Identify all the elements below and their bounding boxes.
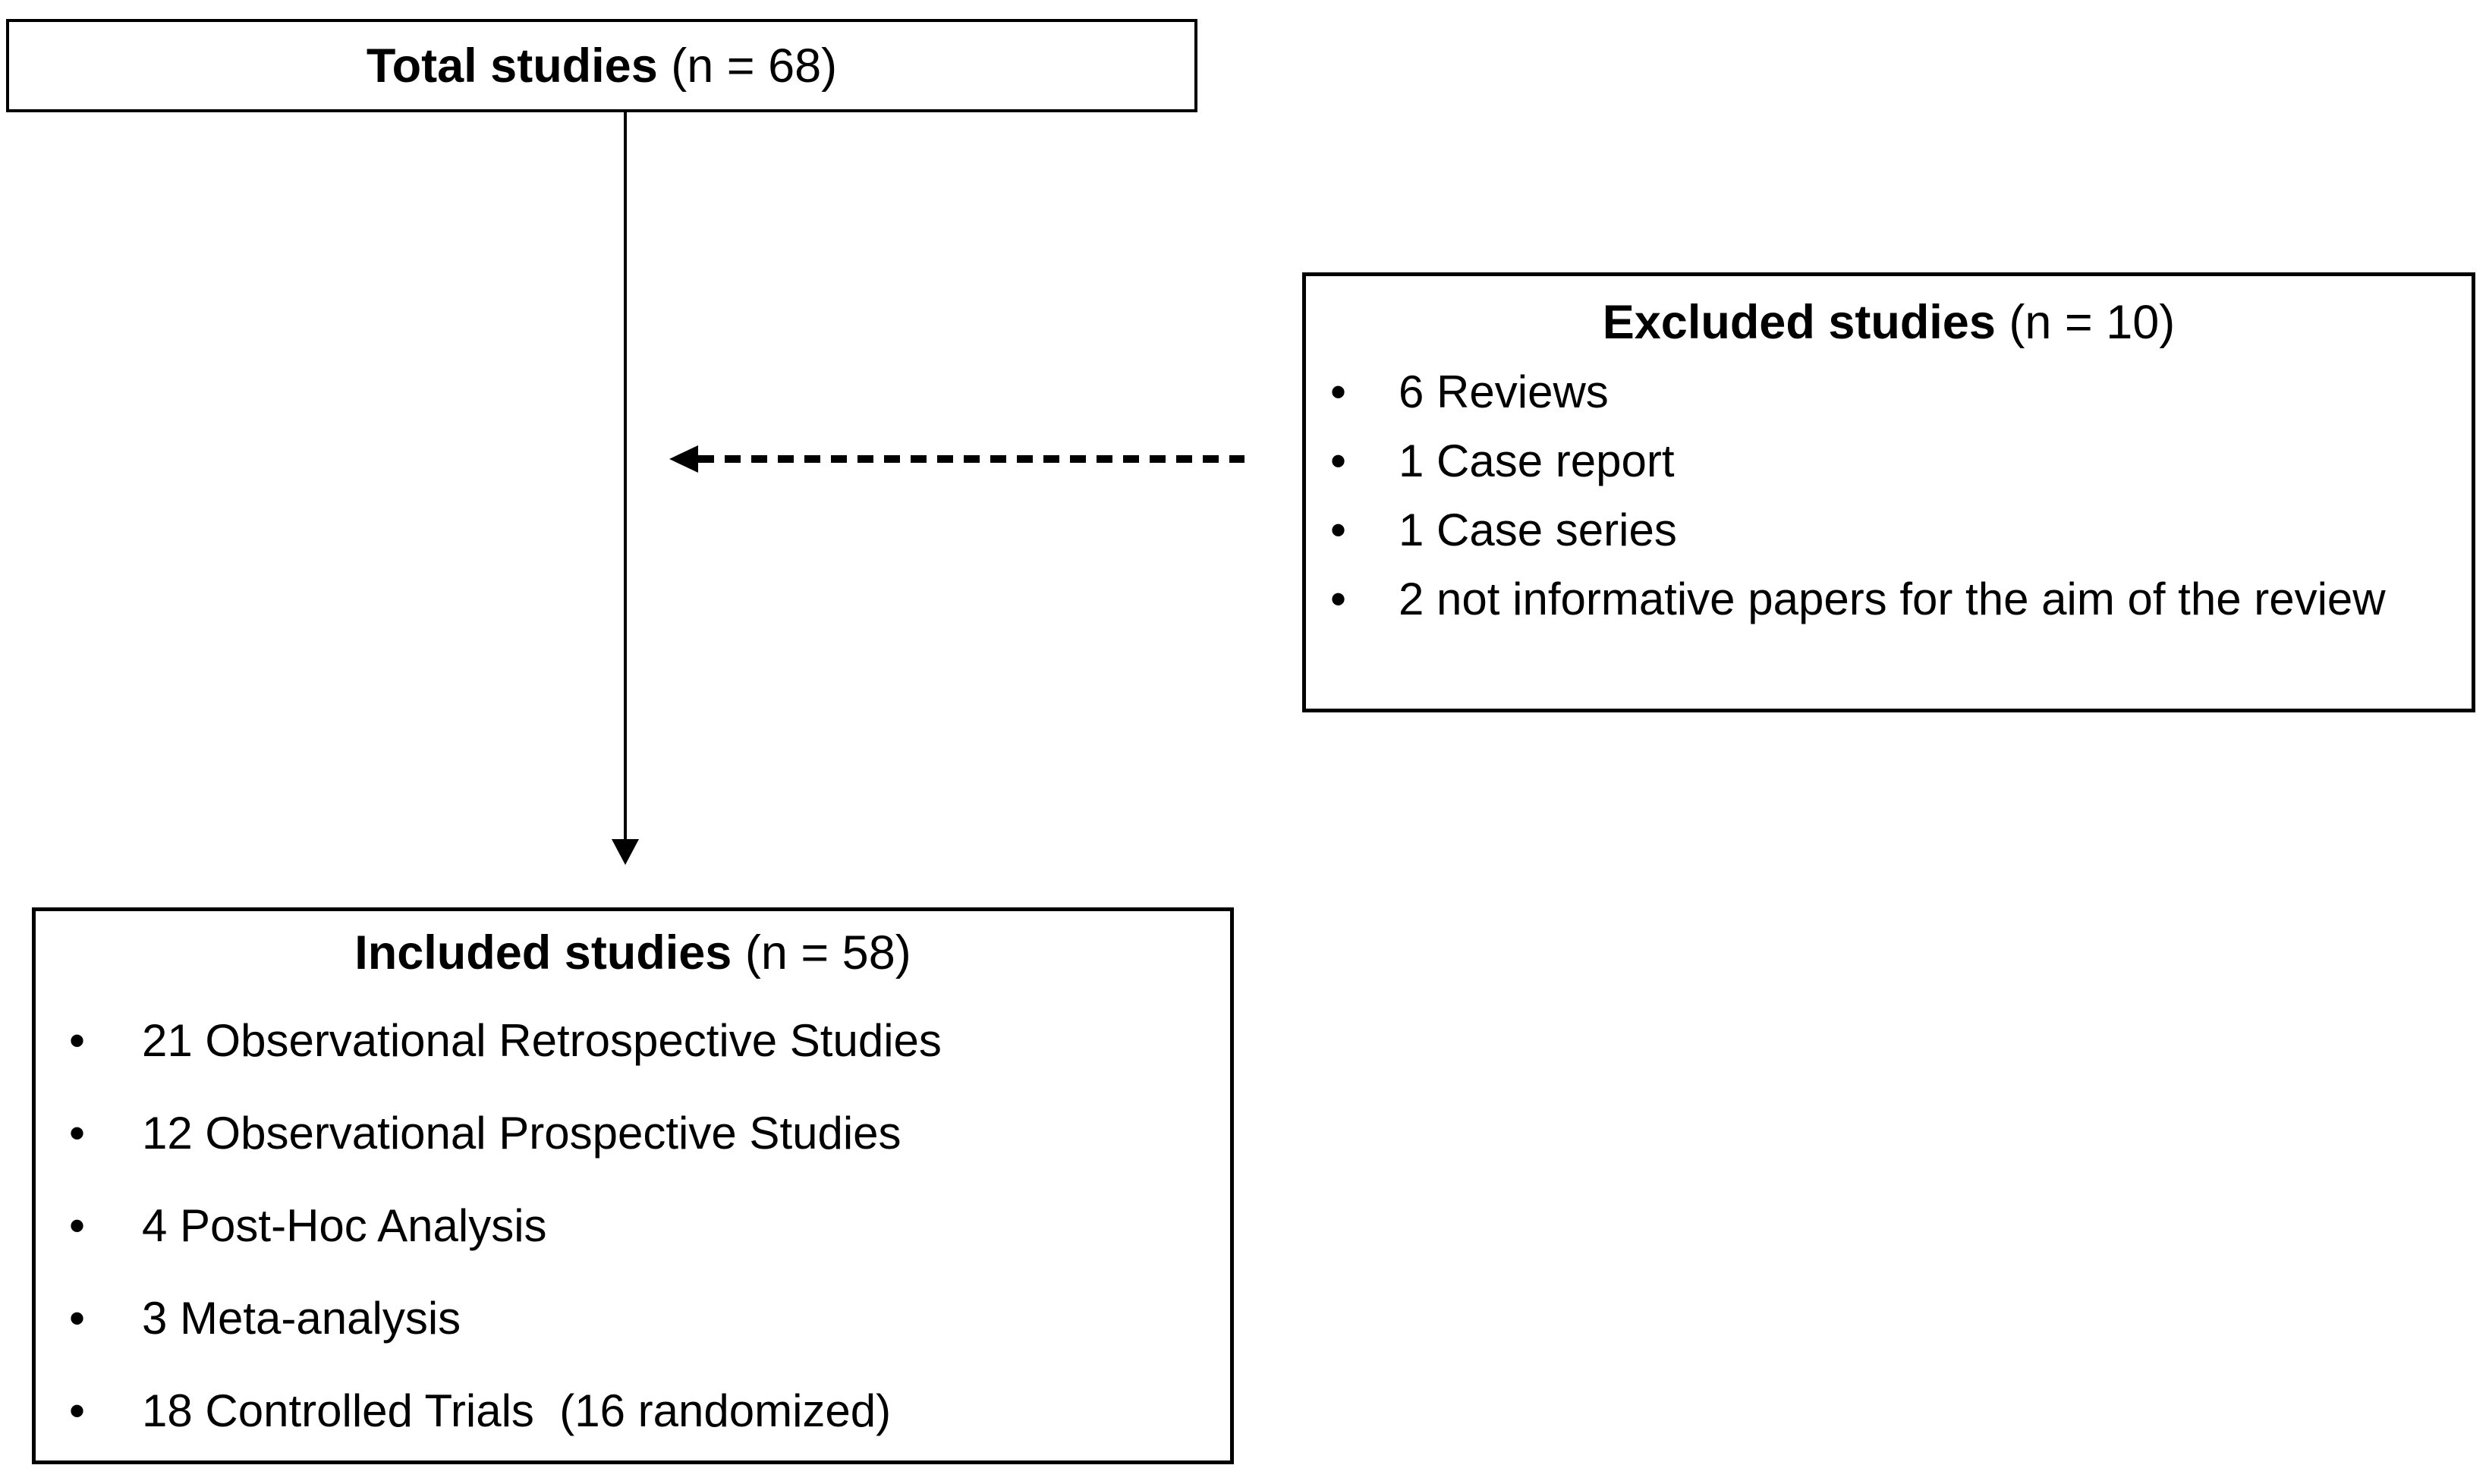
included-studies-title: Included studies (n = 58) [36, 918, 1230, 988]
list-item-text: 1 Case series [1399, 505, 1677, 555]
bullet-icon: • [69, 1015, 86, 1066]
list-item: • 18 Controlled Trials (16 randomized) [36, 1365, 1230, 1457]
total-studies-title: Total studies (n = 68) [367, 31, 837, 101]
bullet-icon: • [69, 1385, 86, 1436]
included-studies-count: (n = 58) [732, 926, 911, 979]
list-item-text: 18 Controlled Trials (16 randomized) [142, 1385, 892, 1436]
included-studies-title-bold: Included studies [354, 926, 732, 979]
list-item: • 1 Case series [1306, 495, 2472, 564]
included-studies-list: • 21 Observational Retrospective Studies… [36, 995, 1230, 1457]
list-item-text: 3 Meta-analysis [142, 1293, 461, 1344]
list-item: • 1 Case report [1306, 426, 2472, 495]
excluded-studies-list: • 6 Reviews • 1 Case report • 1 Case ser… [1306, 357, 2472, 634]
list-item-text: 1 Case report [1399, 435, 1675, 486]
excluded-studies-count: (n = 10) [1995, 296, 2176, 349]
excluded-studies-title-bold: Excluded studies [1602, 296, 1996, 349]
list-item: • 2 not informative papers for the aim o… [1306, 564, 2472, 634]
total-studies-box: Total studies (n = 68) [6, 19, 1197, 112]
list-item: • 21 Observational Retrospective Studies [36, 995, 1230, 1087]
list-item-text: 12 Observational Prospective Studies [142, 1108, 902, 1159]
list-item-text: 4 Post-Hoc Analysis [142, 1200, 547, 1251]
list-item: • 6 Reviews [1306, 357, 2472, 426]
bullet-icon: • [69, 1293, 86, 1344]
bullet-icon: • [69, 1200, 86, 1251]
list-item: • 4 Post-Hoc Analysis [36, 1180, 1230, 1272]
exclusion-dashed-arrow [669, 445, 1244, 473]
list-item: • 3 Meta-analysis [36, 1272, 1230, 1365]
total-studies-count: (n = 68) [657, 39, 838, 93]
total-studies-title-bold: Total studies [366, 39, 658, 93]
bullet-icon: • [1330, 505, 1347, 555]
included-studies-box: Included studies (n = 58) • 21 Observati… [32, 907, 1234, 1464]
excluded-studies-box: Excluded studies (n = 10) • 6 Reviews • … [1302, 272, 2475, 712]
list-item-text: 2 not informative papers for the aim of … [1399, 574, 2386, 624]
bullet-icon: • [1330, 366, 1347, 417]
down-arrow [612, 112, 639, 865]
excluded-studies-title: Excluded studies (n = 10) [1306, 288, 2472, 357]
bullet-icon: • [69, 1108, 86, 1159]
list-item: • 12 Observational Prospective Studies [36, 1087, 1230, 1180]
list-item-text: 6 Reviews [1399, 366, 1609, 417]
list-item-text: 21 Observational Retrospective Studies [142, 1015, 942, 1066]
bullet-icon: • [1330, 435, 1347, 486]
bullet-icon: • [1330, 574, 1347, 624]
